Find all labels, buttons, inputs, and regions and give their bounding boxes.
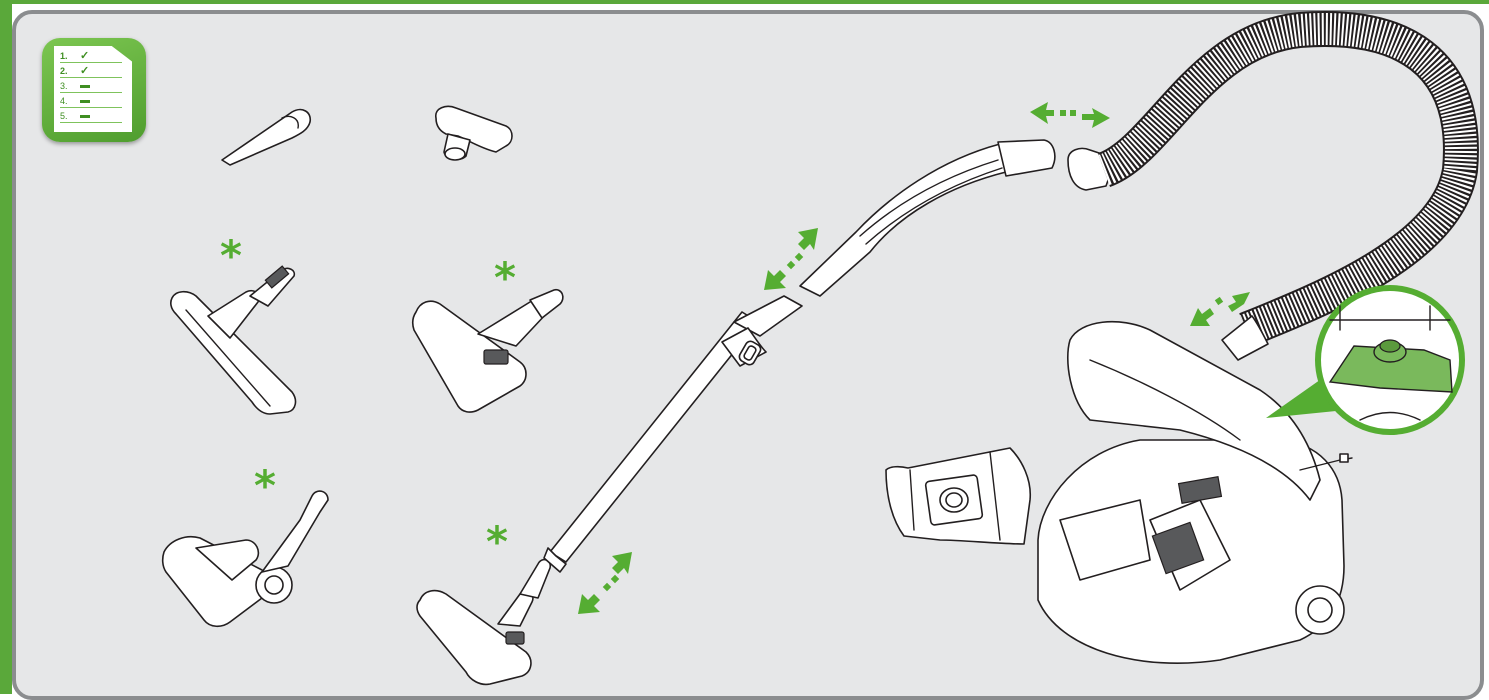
floor-nozzle-a: * — [171, 231, 296, 414]
telescopic-tube — [544, 296, 802, 572]
optional-asterisk-1: * — [220, 231, 242, 280]
connection-arrow-body — [1190, 292, 1250, 326]
turbo-nozzle: * — [163, 461, 328, 626]
floor-nozzle-c: * — [417, 517, 550, 684]
optional-asterisk-4: * — [486, 517, 508, 566]
crevice-tool — [222, 110, 310, 165]
dust-bag — [886, 448, 1030, 544]
upholstery-nozzle — [436, 106, 512, 160]
connection-arrow-top — [1030, 102, 1110, 128]
optional-asterisk-3: * — [254, 461, 276, 510]
handle-tube — [800, 140, 1055, 296]
floor-nozzle-b: * — [413, 253, 563, 412]
connection-arrow-nozzle — [578, 552, 632, 614]
optional-asterisk-2: * — [494, 253, 516, 302]
vacuum-cleaner — [1038, 322, 1352, 663]
